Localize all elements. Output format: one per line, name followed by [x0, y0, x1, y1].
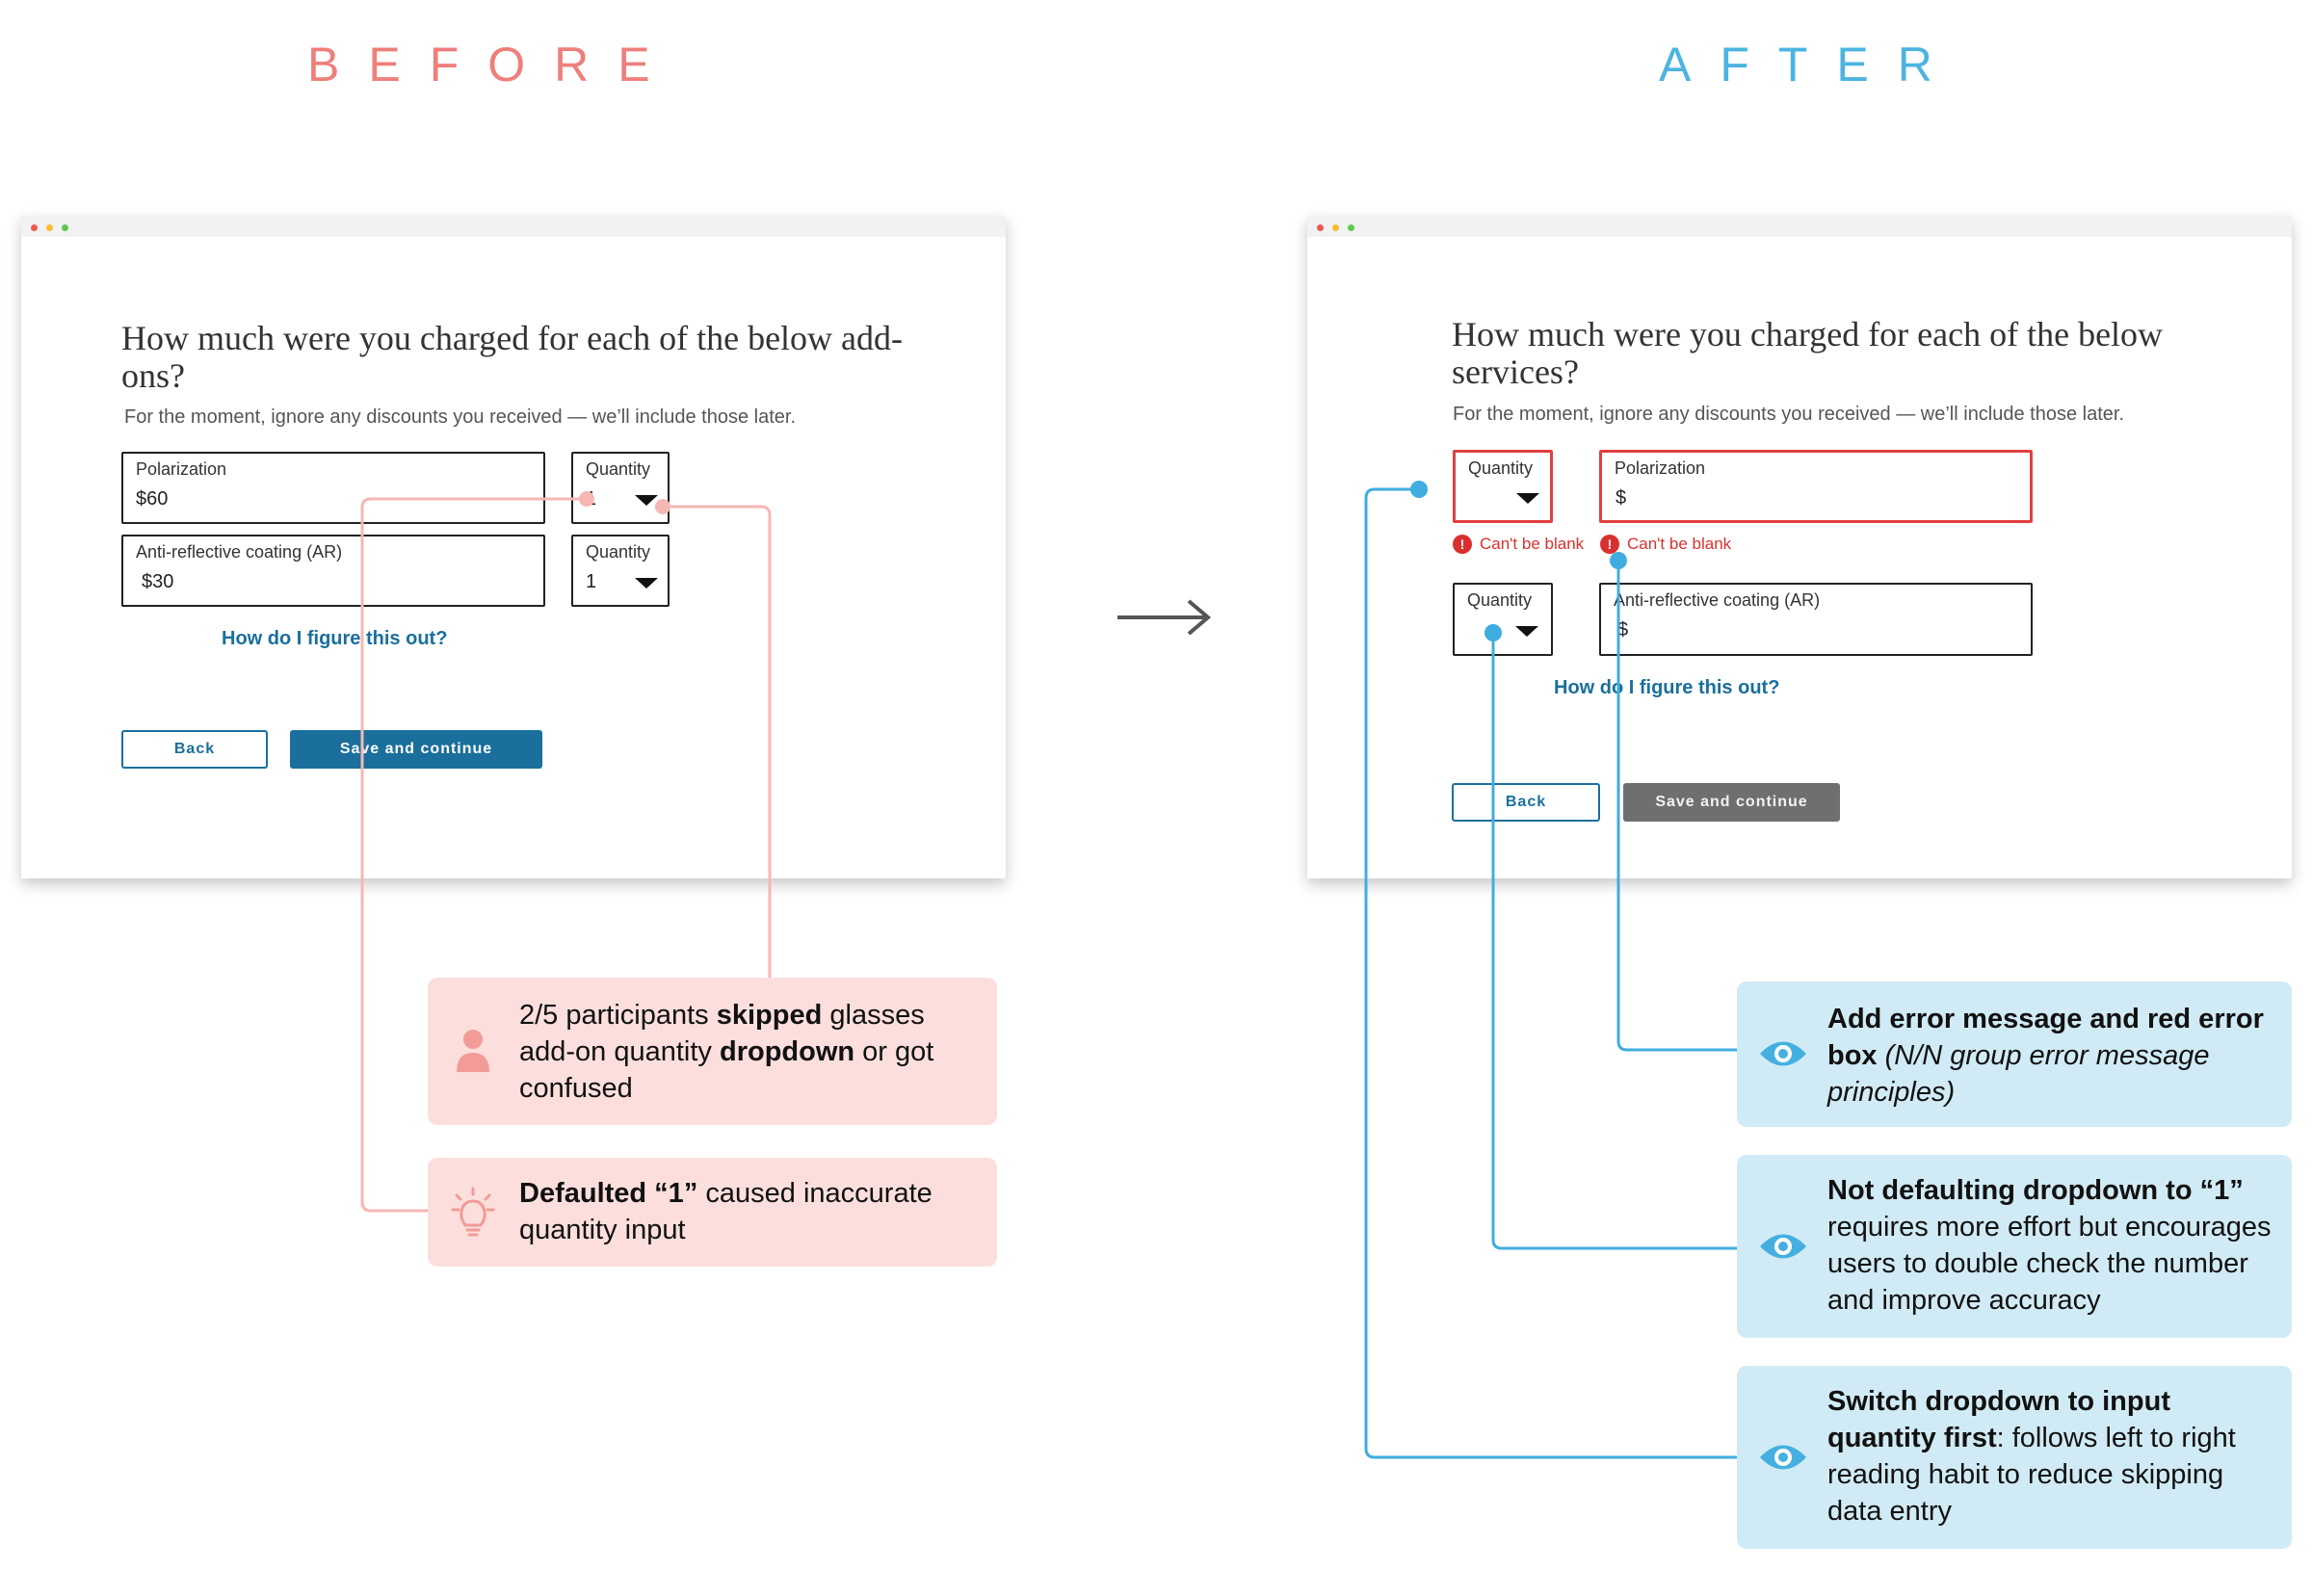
solution-text: Add error message and red error box (N/N…	[1827, 1004, 2264, 1108]
help-link[interactable]: How do I figure this out?	[1554, 677, 1780, 698]
chevron-down-icon	[1515, 626, 1538, 637]
finding-callout-skipped: 2/5 participants skipped glasses add-on …	[428, 978, 997, 1125]
back-button[interactable]: Back	[1452, 783, 1600, 822]
field-label: Quantity	[1468, 458, 1534, 478]
question-subtitle: For the moment, ignore any discounts you…	[124, 406, 797, 428]
field-value: $	[1617, 619, 1629, 641]
after-heading: AFTER	[1659, 38, 1961, 92]
eye-icon	[1760, 1041, 1806, 1066]
before-heading: BEFORE	[307, 38, 679, 92]
minimize-dot-icon	[1332, 224, 1339, 231]
solution-text: Not defaulting dropdown to “1” requires …	[1827, 1175, 2272, 1316]
save-and-continue-button[interactable]: Save and continue	[1623, 783, 1840, 822]
ar-coating-price-field[interactable]: Anti-reflective coating (AR) $30	[121, 535, 545, 607]
maximize-dot-icon	[1348, 224, 1354, 231]
error-text: Can't be blank	[1480, 535, 1585, 553]
solution-callout-error-message: Add error message and red error box (N/N…	[1737, 981, 2292, 1127]
solution-callout-no-default: Not defaulting dropdown to “1” requires …	[1737, 1155, 2292, 1338]
chevron-down-icon	[1516, 493, 1539, 504]
field-label: Anti-reflective coating (AR)	[136, 542, 343, 562]
question-subtitle: For the moment, ignore any discounts you…	[1453, 404, 2125, 425]
ar-coating-price-field[interactable]: Anti-reflective coating (AR) $	[1599, 583, 2033, 656]
person-icon	[457, 1030, 489, 1072]
error-text: Can't be blank	[1627, 535, 1732, 553]
field-value: 1	[586, 488, 597, 510]
field-label: Polarization	[1615, 458, 1706, 478]
back-button[interactable]: Back	[121, 730, 268, 769]
finding-callout-defaulted: Defaulted “1” caused inaccurate quantity…	[428, 1158, 997, 1267]
close-dot-icon	[1317, 224, 1324, 231]
before-window: How much were you charged for each of th…	[21, 216, 1006, 878]
maximize-dot-icon	[62, 224, 68, 231]
field-value: $30	[142, 571, 174, 592]
polarization-quantity-dropdown[interactable]: Quantity 1	[571, 452, 670, 524]
field-label: Anti-reflective coating (AR)	[1614, 590, 1821, 610]
field-label: Quantity	[586, 542, 651, 562]
finding-text: 2/5 participants skipped glasses add-on …	[519, 1000, 934, 1104]
polarization-quantity-dropdown[interactable]: Quantity	[1453, 450, 1553, 523]
eye-icon	[1760, 1234, 1806, 1259]
field-label: Quantity	[586, 459, 651, 479]
field-value: $60	[136, 488, 169, 510]
help-link[interactable]: How do I figure this out?	[222, 628, 448, 649]
ar-coating-quantity-dropdown[interactable]: Quantity	[1453, 583, 1553, 656]
field-value: $	[1616, 487, 1627, 509]
arrow-right-icon	[1117, 599, 1212, 636]
solution-text: Switch dropdown to input quantity first:…	[1827, 1386, 2236, 1527]
error-icon: !	[1600, 535, 1619, 554]
chevron-down-icon	[635, 578, 658, 589]
chevron-down-icon	[635, 495, 658, 506]
finding-text: Defaulted “1” caused inaccurate quantity…	[519, 1178, 933, 1245]
error-icon: !	[1453, 535, 1472, 554]
window-chrome	[21, 216, 1006, 237]
close-dot-icon	[31, 224, 38, 231]
save-and-continue-button[interactable]: Save and continue	[290, 730, 542, 769]
polarization-price-field[interactable]: Polarization $60	[121, 452, 545, 524]
quantity-error-message: ! Can't be blank	[1453, 535, 1584, 554]
minimize-dot-icon	[46, 224, 53, 231]
question-title: How much were you charged for each of th…	[121, 319, 904, 395]
after-window: How much were you charged for each of th…	[1307, 216, 2292, 878]
polarization-price-field[interactable]: Polarization $	[1599, 450, 2033, 523]
ar-coating-quantity-dropdown[interactable]: Quantity 1	[571, 535, 670, 607]
field-label: Polarization	[136, 459, 227, 479]
eye-icon	[1760, 1445, 1806, 1470]
lightbulb-icon	[451, 1187, 495, 1237]
solution-callout-reorder: Switch dropdown to input quantity first:…	[1737, 1366, 2292, 1549]
question-title: How much were you charged for each of th…	[1452, 315, 2164, 391]
field-label: Quantity	[1467, 590, 1533, 610]
price-error-message: ! Can't be blank	[1600, 535, 1731, 554]
field-value: 1	[586, 571, 597, 592]
window-chrome	[1307, 216, 2292, 237]
